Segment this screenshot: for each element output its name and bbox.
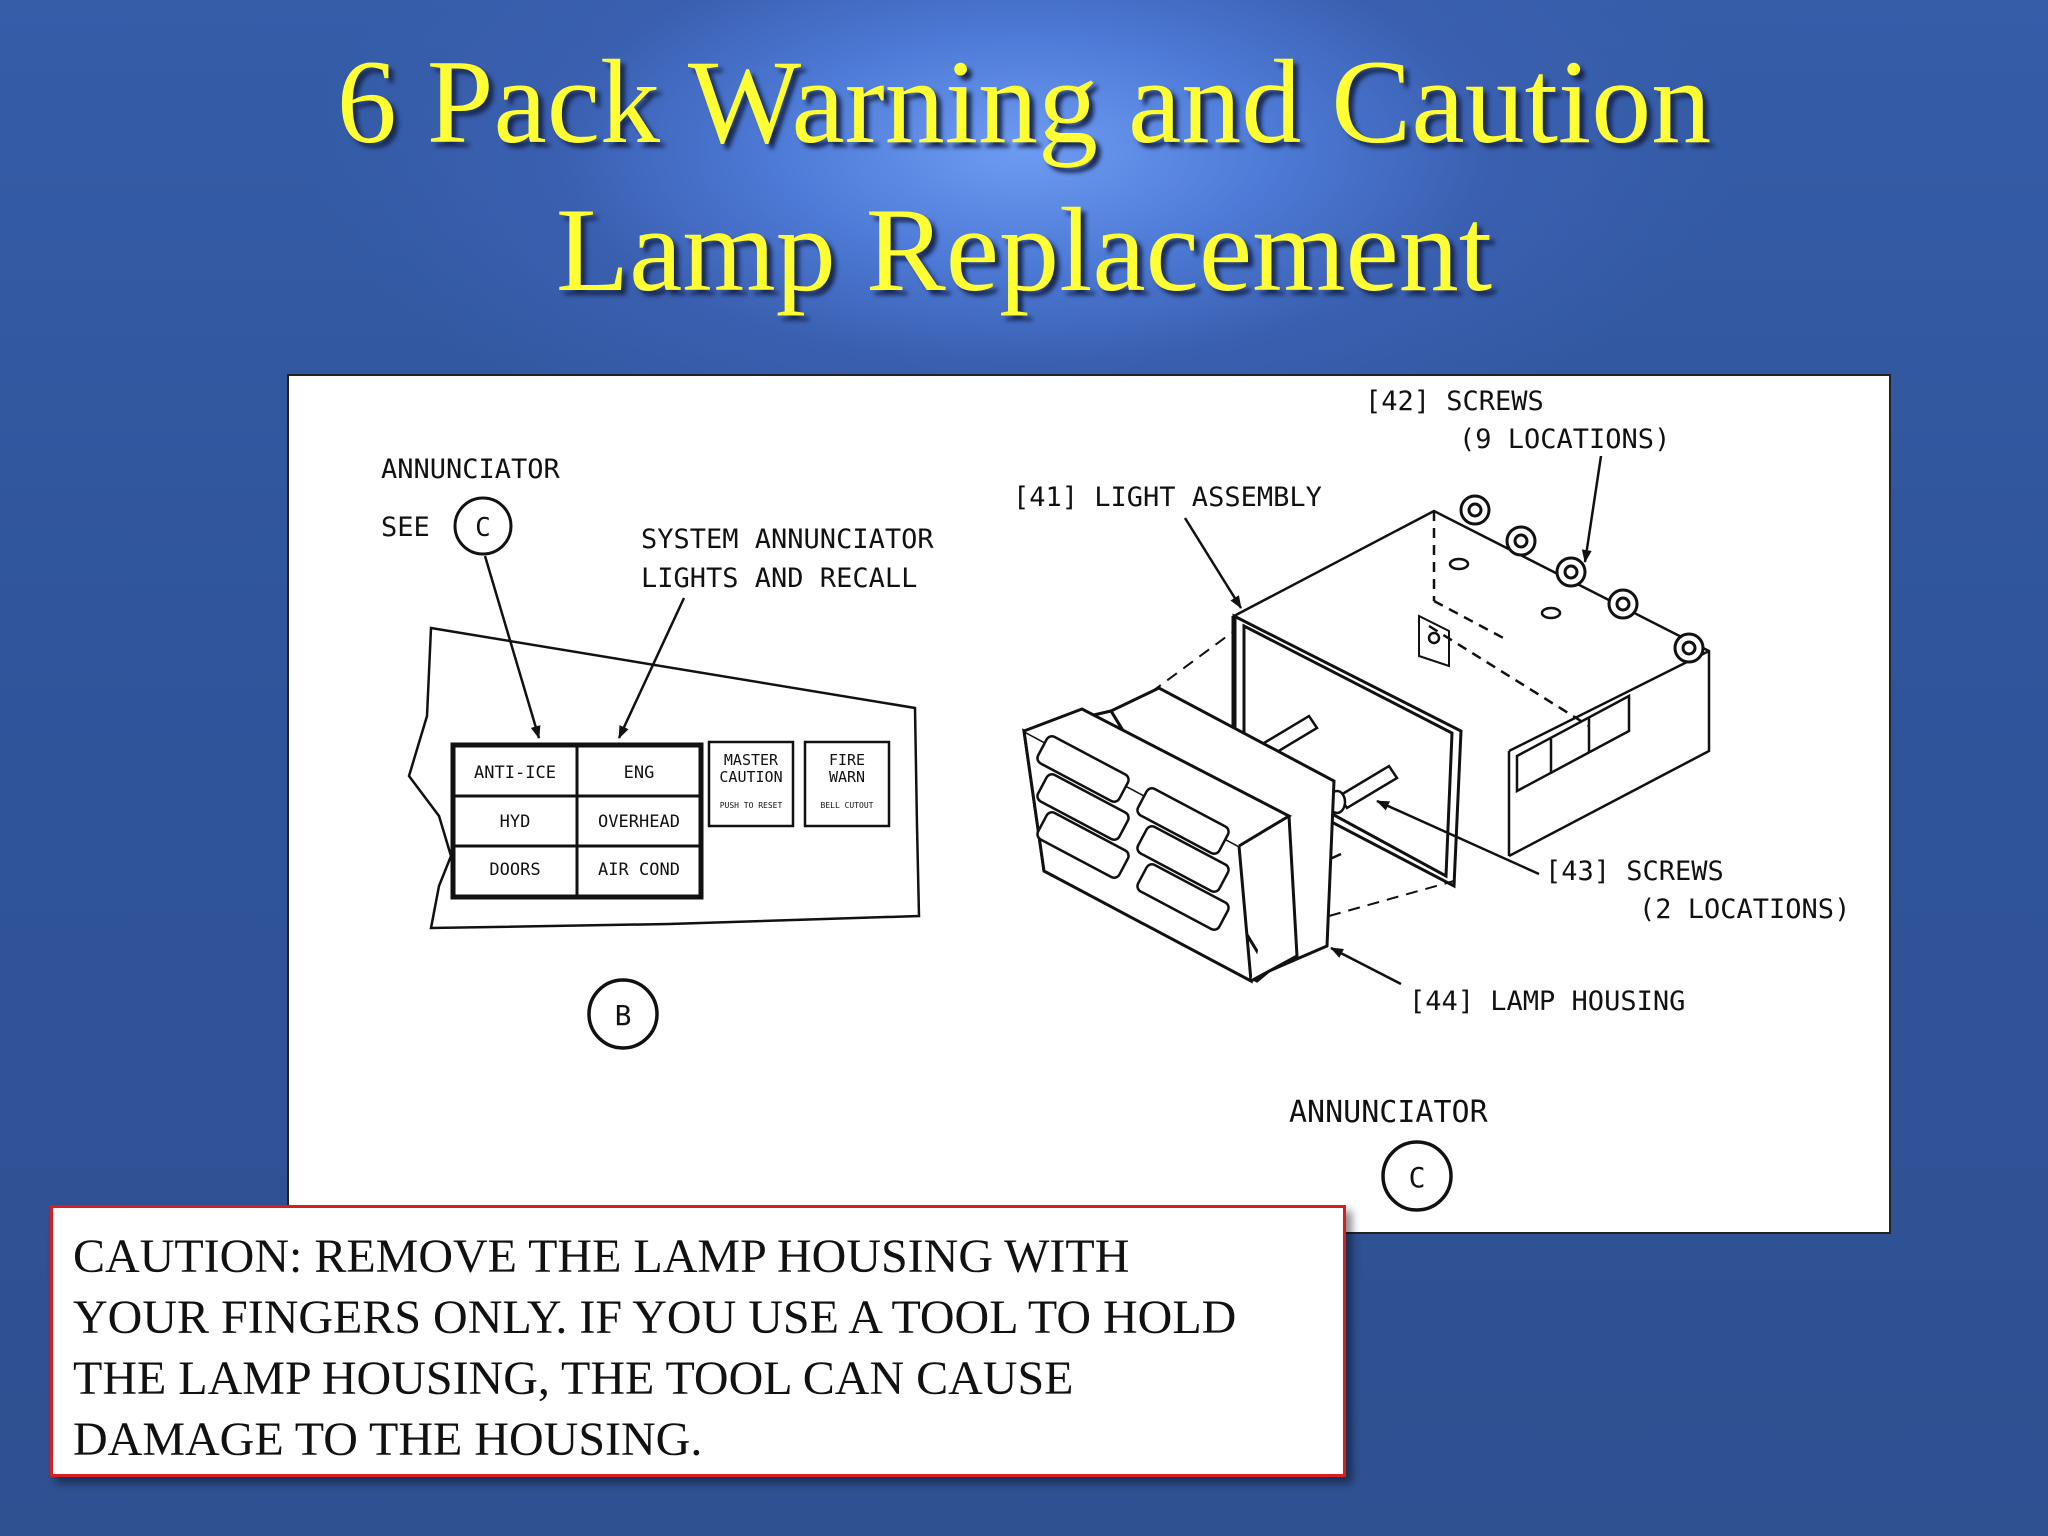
see-leader-arrow xyxy=(483,555,541,739)
cell-overhead: OVERHEAD xyxy=(598,812,680,832)
fire-warn-line-2: WARN xyxy=(829,768,865,786)
light-assembly-leader xyxy=(1183,517,1243,609)
screws-42 xyxy=(1459,494,1705,664)
screws-43-line-1: [43] SCREWS xyxy=(1545,856,1724,887)
slide-title: 6 Pack Warning and Caution Lamp Replacem… xyxy=(0,28,2048,324)
screws-42-leader xyxy=(1581,455,1603,563)
cell-doors: DOORS xyxy=(489,860,540,880)
title-line-2: Lamp Replacement xyxy=(555,183,1493,316)
caution-text: CAUTION: REMOVE THE LAMP HOUSING WITH YO… xyxy=(73,1230,1237,1466)
view-c-letter: C xyxy=(1409,1161,1426,1194)
cell-anti-ice: ANTI-ICE xyxy=(474,763,556,783)
system-label-line-2: LIGHTS AND RECALL xyxy=(641,563,917,594)
annunciator-label-right: ANNUNCIATOR xyxy=(1289,1095,1489,1130)
light-assembly-label: [41] LIGHT ASSEMBLY xyxy=(1013,482,1322,513)
annunciator-diagram: ANNUNCIATOR SEE C SYSTEM ANNUNCIATOR LIG… xyxy=(287,374,1891,1234)
screws-43-leader xyxy=(1376,799,1540,876)
system-leader-arrow xyxy=(617,597,686,739)
screws-43-line-2: (2 LOCATIONS) xyxy=(1639,894,1850,925)
screws-42-line-1: [42] SCREWS xyxy=(1365,386,1544,417)
cell-hyd: HYD xyxy=(500,812,531,832)
fire-warn-line-1: FIRE xyxy=(829,751,865,769)
master-caution-switch xyxy=(707,740,795,828)
see-callout-circle xyxy=(453,496,513,556)
cell-eng: ENG xyxy=(624,763,655,783)
screws-42-line-2: (9 LOCATIONS) xyxy=(1459,424,1670,455)
lamp-housing xyxy=(1022,686,1336,984)
cell-air-cond: AIR COND xyxy=(598,860,680,880)
view-c-circle xyxy=(1381,1140,1453,1212)
caution-box: CAUTION: REMOVE THE LAMP HOUSING WITH YO… xyxy=(50,1205,1346,1477)
panel-outline xyxy=(407,626,921,930)
fire-warn-switch xyxy=(803,740,891,828)
title-line-1: 6 Pack Warning and Caution xyxy=(336,35,1712,168)
see-label: SEE xyxy=(381,512,430,543)
master-caution-line-1: MASTER xyxy=(724,751,779,769)
lamp-housing-leader xyxy=(1330,946,1402,986)
system-label-line-1: SYSTEM ANNUNCIATOR xyxy=(641,524,934,555)
master-caution-line-2: CAUTION xyxy=(719,768,782,786)
see-callout-letter: C xyxy=(475,513,491,543)
lamp-housing-label: [44] LAMP HOUSING xyxy=(1409,986,1685,1017)
view-b-letter: B xyxy=(615,999,632,1032)
fire-warn-sub: BELL CUTOUT xyxy=(821,801,874,810)
annunciator-label-left: ANNUNCIATOR xyxy=(381,454,561,485)
diagram-drawing: ANNUNCIATOR SEE C SYSTEM ANNUNCIATOR LIG… xyxy=(381,386,1850,1212)
master-caution-sub: PUSH TO RESET xyxy=(720,801,783,810)
view-b-circle xyxy=(587,978,659,1050)
light-assembly-body xyxy=(1233,509,1711,858)
